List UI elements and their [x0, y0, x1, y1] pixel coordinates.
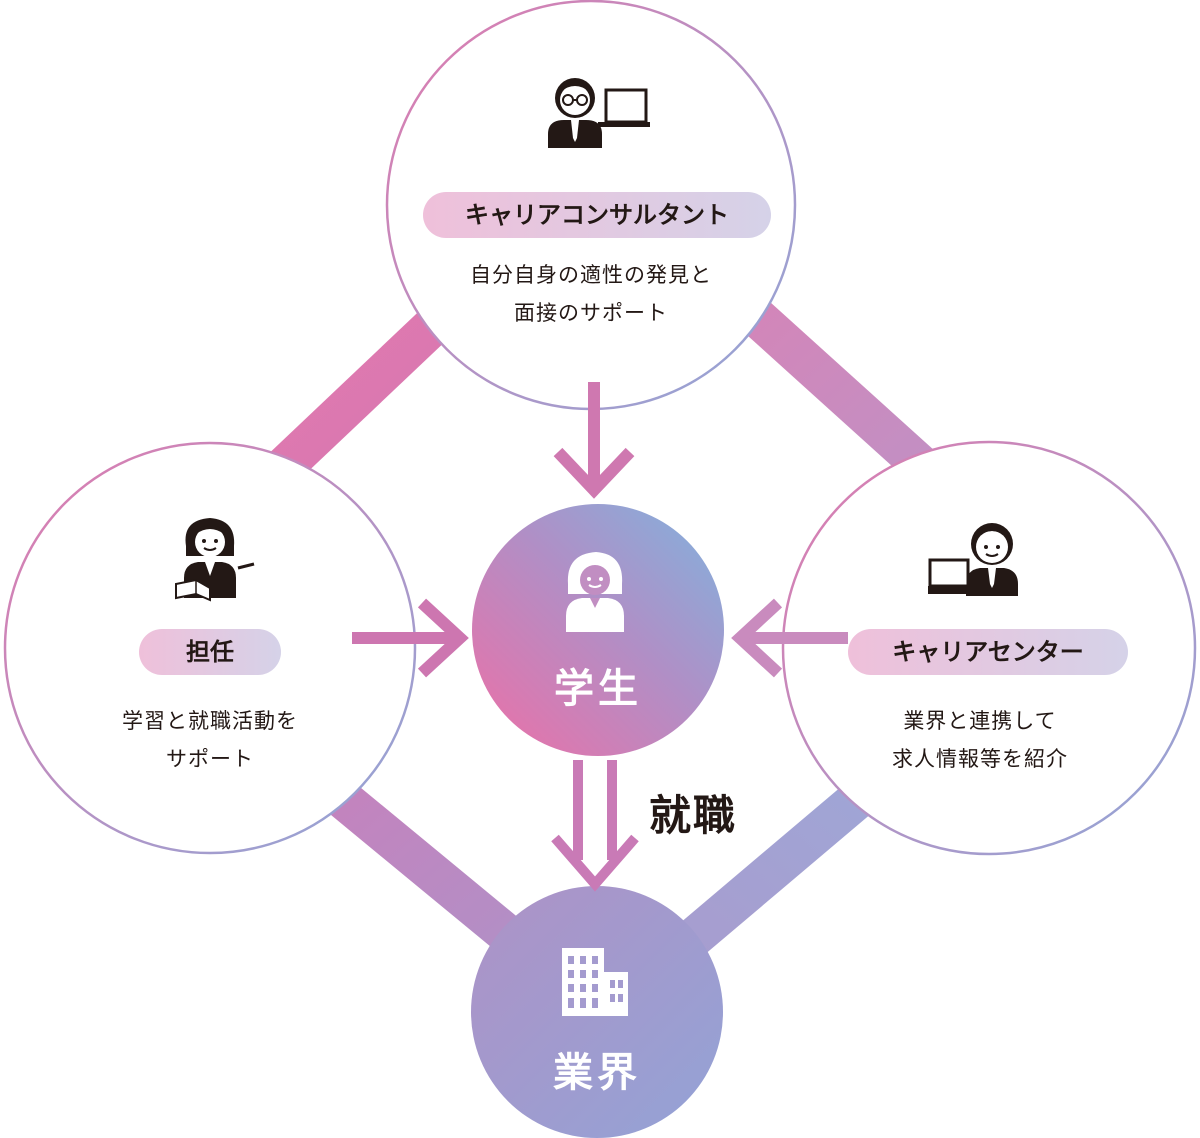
career-center-desc-line1: 業界と連携して [903, 709, 1057, 733]
consultant-title: キャリアコンサルタント [465, 201, 729, 229]
homeroom-desc-line1: 学習と就職活動を [122, 709, 298, 733]
consultant-with-board-icon [548, 78, 650, 148]
student-label: 学生 [554, 666, 642, 712]
consultant-desc-line1: 自分自身の適性の発見と [470, 263, 712, 287]
homeroom-description: 学習と就職活動を サポート [80, 702, 340, 778]
connector-bands [256, 285, 949, 961]
career-center-title: キャリアセンター [892, 638, 1084, 666]
career-center-desc-line2: 求人情報等を紹介 [892, 747, 1068, 771]
arrow-student-to-industry [551, 760, 639, 892]
band-center-industry [672, 764, 893, 961]
homeroom-title-pill: 担任 [139, 629, 281, 675]
arrow-consultant-to-student [553, 382, 635, 499]
industry-label: 業界 [553, 1050, 641, 1096]
consultant-description: 自分自身の適性の発見と 面接のサポート [421, 256, 761, 332]
staff-with-laptop-icon [928, 523, 1018, 596]
band-consultant-center [724, 285, 949, 493]
consultant-desc-line2: 面接のサポート [514, 301, 668, 325]
buildings-icon [562, 948, 628, 1016]
career-center-title-pill: キャリアセンター [848, 629, 1128, 675]
arrow-homeroom-to-student [352, 598, 469, 678]
career-center-description: 業界と連携して 求人情報等を紹介 [850, 702, 1110, 778]
teacher-with-book-icon [175, 518, 255, 602]
consultant-title-pill: キャリアコンサルタント [423, 192, 771, 238]
homeroom-title: 担任 [186, 638, 234, 666]
employment-flow-label: 就職 [648, 791, 737, 840]
homeroom-desc-line2: サポート [166, 747, 254, 771]
student-icon [566, 552, 624, 632]
band-homeroom-industry [307, 764, 533, 961]
arrow-center-to-student [731, 598, 848, 678]
